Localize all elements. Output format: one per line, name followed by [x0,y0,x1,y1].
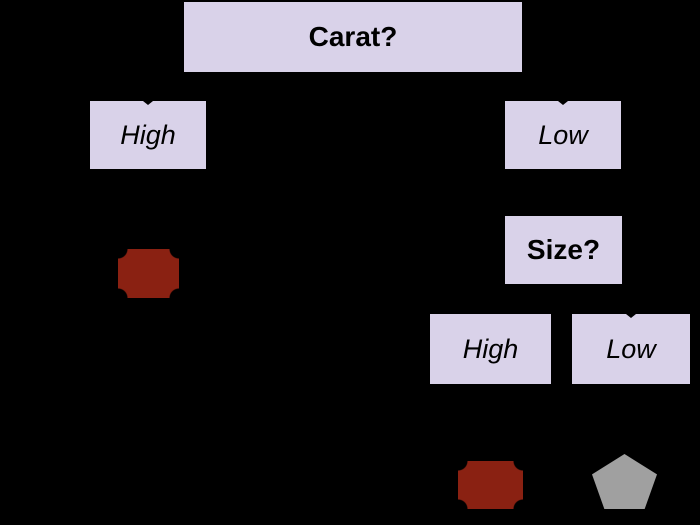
question-node-size: Size? [505,216,622,284]
red-notched-octagon-icon [458,461,523,509]
branch-node-size-high: High [430,314,551,384]
gray-pentagon-icon [592,454,657,509]
branch-node-size-low: Low [572,314,690,384]
red-notched-octagon-icon [118,249,179,298]
branch-node-carat-low: Low [505,101,621,169]
branch-node-carat-high: High [90,101,206,169]
root-question-node-carat: Carat? [184,2,522,72]
